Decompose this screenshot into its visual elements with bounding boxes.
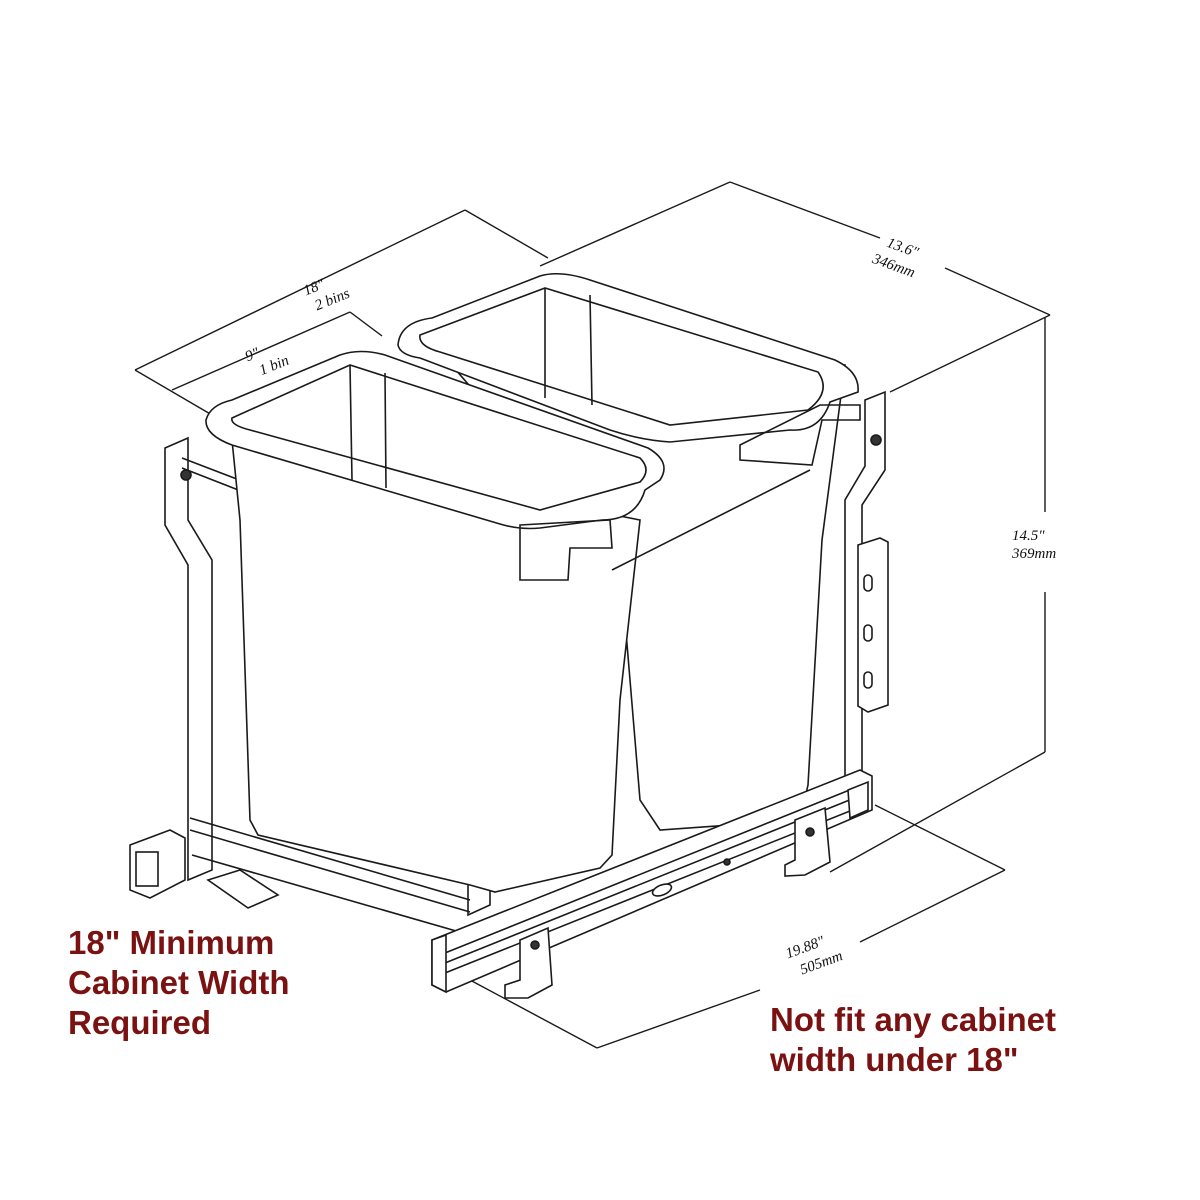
rail-hole	[723, 858, 731, 866]
bolt-icon	[870, 434, 882, 446]
fit-warning-note-line-1: Not fit any cabinet	[770, 1001, 1057, 1038]
dim-line-depth-top-c	[944, 267, 1051, 316]
rail-left-end	[431, 933, 447, 994]
bottom-rod-3	[191, 854, 471, 936]
dim-height-label: 369mm	[1011, 546, 1056, 562]
minimum-width-note-line-2: Cabinet Width	[68, 964, 290, 1001]
right-side-frame	[739, 390, 889, 782]
dim-ext-width-2bins-right	[464, 209, 549, 259]
dim-line-width-1bin	[171, 311, 351, 391]
front-bin-handle	[519, 519, 613, 581]
front-bin-opening	[231, 364, 647, 511]
dim-line-depth-top-b	[729, 181, 881, 239]
bolt-icon	[805, 827, 815, 837]
dim-line-width-2bins	[134, 209, 466, 371]
dim-ext-depth-right	[889, 314, 1051, 393]
mount-slot	[863, 671, 873, 689]
dimension-lines	[134, 181, 1051, 1049]
dim-width-1bin-value: 9"	[243, 345, 262, 365]
dim-line-depth-bottom-left	[469, 979, 598, 1049]
dim-line-depth-top-a	[539, 181, 731, 267]
left-bracket-arm	[164, 436, 213, 882]
back-bin-opening	[419, 287, 824, 426]
front-bin	[205, 350, 811, 893]
dim-line-depth-bottom-diag	[859, 869, 1006, 943]
back-bin-inner-edge-2	[589, 294, 593, 406]
left-bottom-plate	[206, 869, 280, 909]
dim-width-2bins-value: 18"	[301, 276, 327, 299]
mount-slot	[863, 624, 873, 642]
dim-line-depth-bottom-diag2	[596, 989, 761, 1049]
front-bin-inner-edge	[349, 364, 353, 481]
dim-ext-width-left	[134, 369, 213, 416]
front-bin-body	[231, 439, 641, 893]
dim-width-1bin-label: 1 bin	[257, 353, 291, 379]
bin-divider-rod	[611, 469, 811, 571]
dim-height-value: 14.5"	[1012, 528, 1045, 544]
rail-end-clip	[847, 780, 869, 820]
bottom-rod-2	[189, 829, 471, 913]
right-top-rail	[739, 404, 861, 466]
rail-front-bracket	[504, 926, 553, 999]
rail-slot	[651, 883, 673, 897]
fit-warning-note-line-2: width under 18"	[770, 1041, 1019, 1078]
dim-ext-width-1bin-right	[349, 311, 383, 337]
bottom-rod-1	[189, 817, 471, 901]
fit-warning-note: Not fit any cabinet width under 18"	[770, 1000, 1190, 1080]
minimum-width-note-line-3: Required	[68, 1004, 212, 1041]
minimum-width-note-line-1: 18" Minimum	[68, 924, 275, 961]
minimum-width-note: 18" Minimum Cabinet Width Required	[68, 923, 388, 1043]
rear-mount-bracket	[857, 537, 889, 713]
rail-channel	[439, 784, 866, 976]
dim-ext-height-bottom	[829, 751, 1046, 873]
left-slide-clip	[135, 851, 159, 887]
front-bin-inner-edge-2	[384, 372, 387, 489]
rail-rear-bracket	[784, 806, 831, 877]
dim-line-depth-bottom-right	[874, 804, 1006, 871]
bottom-slide-rail	[431, 769, 873, 999]
bolt-icon	[530, 940, 540, 950]
mount-slot	[863, 574, 873, 592]
